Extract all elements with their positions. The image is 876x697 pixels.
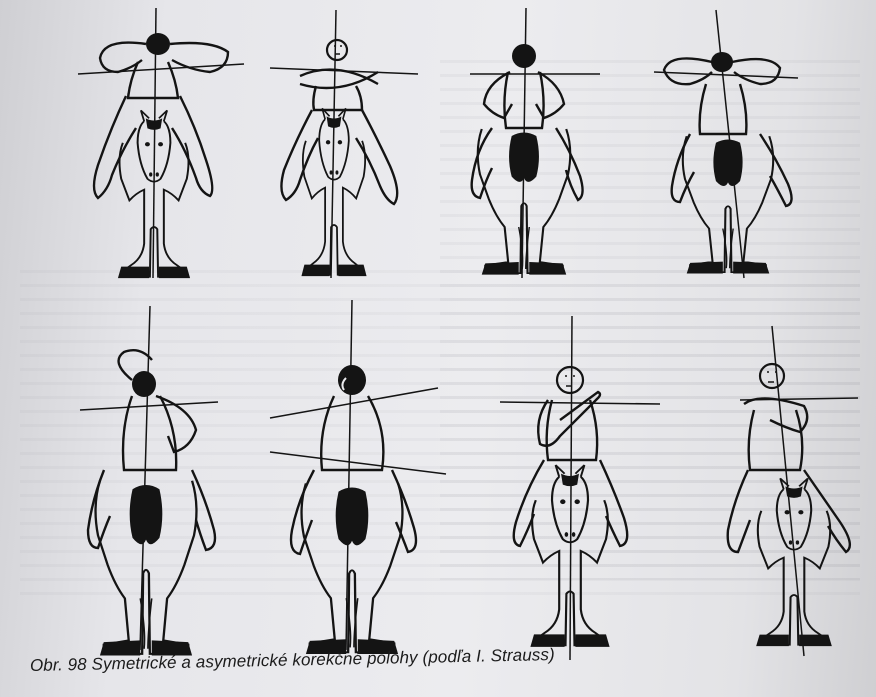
- figure-row1-back-hands-on-hips: [470, 8, 600, 278]
- figure-row1-front-arms-raised: [78, 8, 244, 278]
- figure-row2-back-hand-on-head: [80, 306, 218, 656]
- figure-row2-front-arm-across-lean: [728, 326, 858, 656]
- figure-row2-front-arm-across: [500, 316, 660, 660]
- figure-row1-front-arms-crossed: [270, 10, 418, 278]
- figure-row1-back-arms-raised: [654, 10, 798, 278]
- figure-row2-back-twisted: [270, 300, 446, 654]
